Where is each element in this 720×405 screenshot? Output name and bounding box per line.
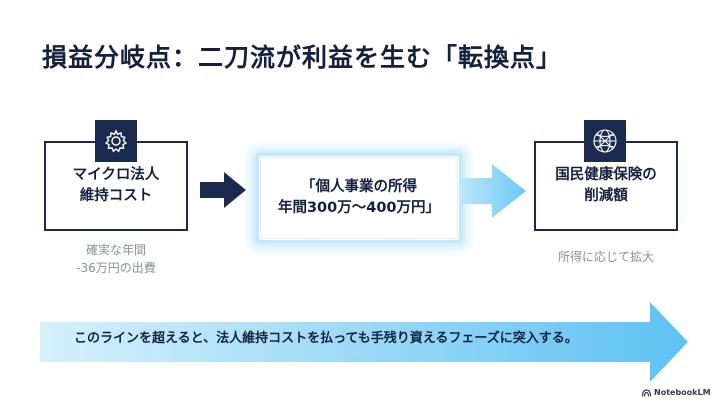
notebooklm-logo-text: NotebookLM bbox=[654, 388, 711, 397]
arrow-right-icon bbox=[200, 172, 246, 208]
arrow-right-light-icon bbox=[462, 164, 526, 218]
globe-icon bbox=[584, 120, 626, 162]
threshold-banner-text: このラインを超えると、法人維持コストを払っても手残り資えるフェーズに突入する。 bbox=[74, 331, 578, 346]
breakeven-income-label: 「個人事業の所得 年間300万～400万円」 bbox=[278, 177, 440, 219]
breakeven-income-line2: 年間300万～400万円」 bbox=[277, 200, 441, 216]
maintenance-cost-note-line1: 確実な年間 bbox=[85, 243, 146, 257]
insurance-reduction-line2: 削減額 bbox=[584, 188, 628, 204]
maintenance-cost-line1: マイクロ法人 bbox=[72, 167, 160, 183]
insurance-reduction-line1: 国民健康保険の bbox=[555, 167, 657, 183]
insurance-reduction-note: 所得に応じて拡大 bbox=[557, 250, 654, 264]
insurance-reduction-label: 国民健康保険の 削減額 bbox=[555, 165, 657, 207]
breakeven-income-card: 「個人事業の所得 年間300万～400万円」 bbox=[256, 153, 462, 243]
maintenance-cost-line2: 維持コスト bbox=[79, 188, 153, 204]
gear-icon bbox=[95, 120, 137, 162]
breakeven-income-line1: 「個人事業の所得 bbox=[300, 179, 417, 195]
maintenance-cost-note: 確実な年間 -36万円の出費 bbox=[44, 241, 188, 277]
notebooklm-logo: NotebookLM bbox=[642, 388, 711, 397]
slide-title: 損益分岐点：二刀流が利益を生む「転換点」 bbox=[42, 43, 563, 72]
maintenance-cost-label: マイクロ法人 維持コスト bbox=[73, 165, 160, 207]
threshold-banner-arrow bbox=[40, 302, 688, 382]
maintenance-cost-note-line2: -36万円の出費 bbox=[76, 261, 156, 275]
notebooklm-logo-icon bbox=[642, 388, 651, 397]
